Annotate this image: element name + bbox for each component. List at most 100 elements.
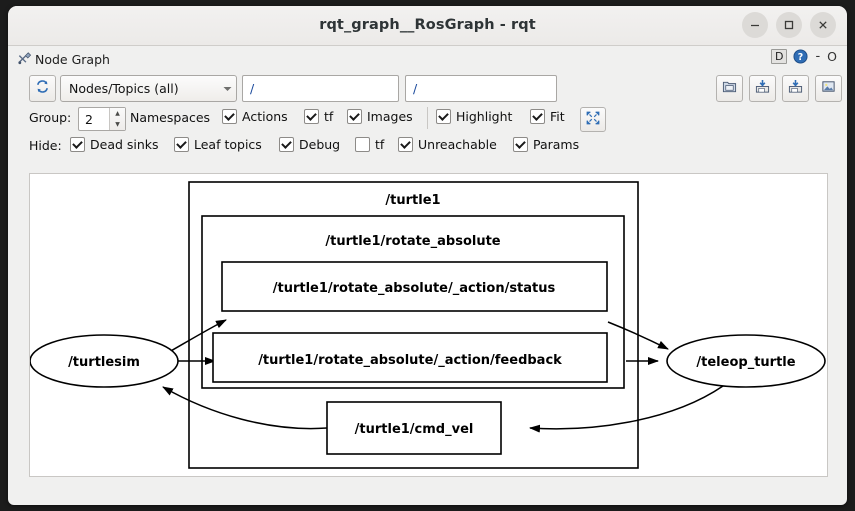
node-teleop-turtle-label: /teleop_turtle	[696, 355, 795, 370]
cluster-turtle1[interactable]: /turtle1	[188, 181, 639, 469]
fit-checkbox[interactable]	[530, 109, 545, 124]
hide-debug-label: Debug	[299, 137, 341, 152]
filter-type-value: Nodes/Topics (all)	[69, 81, 179, 96]
edge-cmdvel-to-turtlesim	[162, 386, 328, 430]
topic-filter-input[interactable]: /	[242, 75, 399, 102]
edge-teleop-to-cmdvel	[529, 385, 724, 433]
node-turtlesim[interactable]: /turtlesim	[30, 334, 179, 388]
fit-in-view-icon	[586, 111, 600, 128]
highlight-checkbox-group[interactable]: Highlight	[436, 109, 512, 124]
edge-status-to-teleop	[607, 321, 669, 350]
dock-button[interactable]: D	[770, 49, 788, 64]
tf-label: tf	[324, 109, 334, 124]
tf-checkbox[interactable]	[304, 109, 319, 124]
group-label: Group:	[29, 110, 72, 125]
actions-label: Actions	[242, 109, 288, 124]
topic-action-feedback-label: /turtle1/rotate_absolute/_action/feedbac…	[258, 353, 562, 368]
topic-action-feedback[interactable]: /turtle1/rotate_absolute/_action/feedbac…	[212, 332, 608, 383]
highlight-checkbox[interactable]	[436, 109, 451, 124]
hide-tf-label: tf	[375, 137, 385, 152]
minimize-icon[interactable]	[742, 12, 768, 38]
fit-checkbox-group[interactable]: Fit	[530, 109, 565, 124]
filter-type-select[interactable]: Nodes/Topics (all)	[60, 75, 237, 102]
maximize-icon[interactable]	[776, 12, 802, 38]
window-controls	[742, 12, 836, 38]
hide-unreachable-label: Unreachable	[418, 137, 497, 152]
graph-canvas[interactable]: /turtle1 /turtle1/rotate_absolute /turtl…	[29, 173, 828, 477]
topic-cmd-vel-label: /turtle1/cmd_vel	[355, 422, 474, 437]
panel-title: Node Graph	[35, 51, 110, 67]
refresh-icon	[35, 79, 50, 98]
tools-icon	[17, 50, 32, 68]
hide-unreachable-checkbox[interactable]	[398, 137, 413, 152]
spinner-down-icon[interactable]: ▼	[115, 121, 120, 128]
hide-leaf-topics-label: Leaf topics	[194, 137, 262, 152]
images-checkbox[interactable]	[347, 109, 362, 124]
group-spinner-arrows[interactable]: ▲ ▼	[109, 108, 125, 130]
hide-params-label: Params	[533, 137, 580, 152]
cluster-rotate-absolute[interactable]: /turtle1/rotate_absolute	[201, 215, 625, 389]
save-svg-button[interactable]	[782, 75, 809, 102]
fit-in-view-button[interactable]	[580, 107, 606, 132]
hide-label: Hide:	[29, 138, 62, 153]
hide-tf-checkbox[interactable]	[355, 137, 370, 152]
save-dot-icon	[755, 79, 770, 98]
title-bar: rqt_graph__RosGraph - rqt	[8, 6, 847, 46]
toolbar-separator	[427, 107, 428, 129]
topic-cmd-vel[interactable]: /turtle1/cmd_vel	[326, 401, 502, 455]
window-title: rqt_graph__RosGraph - rqt	[319, 17, 536, 33]
svg-text:?: ?	[798, 52, 803, 63]
cluster-rotate-absolute-label: /turtle1/rotate_absolute	[325, 234, 500, 249]
namespaces-label: Namespaces	[130, 110, 211, 125]
folder-open-icon	[722, 79, 737, 98]
highlight-label: Highlight	[456, 109, 513, 124]
close-icon[interactable]	[810, 12, 836, 38]
group-value: 2	[85, 111, 93, 127]
hide-dead-sinks-label: Dead sinks	[90, 137, 159, 152]
group-spinbox[interactable]: 2 ▲ ▼	[78, 107, 126, 131]
hide-row: Hide: Dead sinks Leaf topics Debug tf Un…	[8, 134, 847, 162]
panel-title-group: Node Graph	[17, 50, 110, 68]
chevron-down-icon	[218, 86, 236, 92]
panel-header: Node Graph D ? - O	[8, 46, 847, 72]
hide-dead-sinks-group[interactable]: Dead sinks	[70, 137, 159, 152]
tf-checkbox-group[interactable]: tf	[304, 109, 333, 124]
load-dot-button[interactable]	[716, 75, 743, 102]
node-filter-value: /	[413, 81, 418, 96]
panel-close-button[interactable]: O	[827, 49, 837, 64]
toolbar: Nodes/Topics (all) / /	[8, 72, 847, 104]
options-row: Group: 2 ▲ ▼ Namespaces Actions tf Image…	[8, 104, 847, 134]
cluster-turtle1-label: /turtle1	[385, 193, 440, 208]
fit-label: Fit	[550, 109, 565, 124]
ros-graph-svg[interactable]: /turtle1 /turtle1/rotate_absolute /turtl…	[30, 174, 827, 476]
hide-params-checkbox[interactable]	[513, 137, 528, 152]
topic-action-status-label: /turtle1/rotate_absolute/_action/status	[273, 281, 556, 296]
hide-params-group[interactable]: Params	[513, 137, 579, 152]
save-image-button[interactable]	[815, 75, 842, 102]
node-teleop-turtle[interactable]: /teleop_turtle	[666, 334, 826, 388]
node-turtlesim-label: /turtlesim	[68, 355, 140, 370]
refresh-button[interactable]	[29, 75, 56, 102]
hide-dead-sinks-checkbox[interactable]	[70, 137, 85, 152]
panel-controls: D ? - O	[770, 49, 837, 64]
help-circle-icon[interactable]: ?	[793, 49, 808, 64]
images-checkbox-group[interactable]: Images	[347, 109, 413, 124]
hide-tf-group[interactable]: tf	[355, 137, 384, 152]
spinner-up-icon[interactable]: ▲	[115, 110, 120, 117]
save-dot-button[interactable]	[749, 75, 776, 102]
hide-leaf-topics-checkbox[interactable]	[174, 137, 189, 152]
hide-debug-group[interactable]: Debug	[279, 137, 340, 152]
panel-minimize-button[interactable]: -	[815, 49, 821, 64]
node-filter-input[interactable]: /	[405, 75, 557, 102]
hide-unreachable-group[interactable]: Unreachable	[398, 137, 497, 152]
save-image-icon	[821, 79, 836, 98]
topic-filter-value: /	[250, 81, 255, 96]
hide-debug-checkbox[interactable]	[279, 137, 294, 152]
save-svg-icon	[788, 79, 803, 98]
application-window: rqt_graph__RosGraph - rqt	[8, 6, 847, 505]
actions-checkbox[interactable]	[222, 109, 237, 124]
hide-leaf-topics-group[interactable]: Leaf topics	[174, 137, 262, 152]
actions-checkbox-group[interactable]: Actions	[222, 109, 288, 124]
topic-action-status[interactable]: /turtle1/rotate_absolute/_action/status	[221, 261, 608, 312]
images-label: Images	[367, 109, 413, 124]
